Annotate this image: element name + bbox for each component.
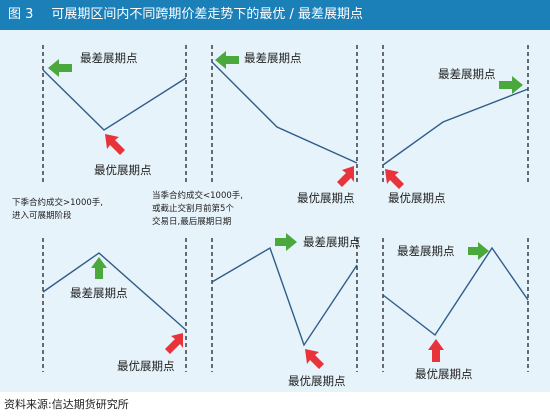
spread-line-p4	[42, 252, 187, 331]
worst-arrow-icon-p1	[48, 59, 72, 77]
best-label-p4: 最优展期点	[117, 359, 175, 373]
spread-line-p3	[382, 88, 529, 166]
figure-number: 图 3	[8, 7, 34, 22]
worst-arrow-icon-p4	[91, 257, 107, 279]
note-entry-line2: 进入可展期阶段	[12, 210, 72, 221]
best-arrow-icon-p2	[337, 166, 354, 187]
worst-arrow-icon-p2	[215, 51, 239, 69]
note-exit-line3: 交易日,最后展期日期	[152, 216, 231, 227]
worst-label-p6: 最差展期点	[397, 244, 455, 258]
worst-label-p4: 最差展期点	[70, 286, 128, 300]
spread-line-p2	[211, 61, 358, 164]
best-label-p2: 最优展期点	[297, 191, 355, 205]
best-arrow-icon-p3	[385, 169, 404, 189]
spread-lines	[42, 61, 529, 347]
best-label-p6: 最优展期点	[415, 367, 473, 381]
best-label-p3: 最优展期点	[388, 191, 446, 205]
window-boundaries	[42, 45, 529, 372]
best-label-p5: 最优展期点	[288, 374, 346, 388]
spread-line-p6	[382, 246, 529, 337]
best-arrow-icon-p6	[428, 339, 444, 362]
spread-line-p5	[211, 246, 358, 347]
worst-label-p3: 最差展期点	[438, 67, 496, 81]
worst-label-p2: 最差展期点	[244, 51, 302, 65]
worst-arrow-icon-p6	[468, 242, 489, 260]
figure-title-bar: 图 3 可展期区间内不同跨期价差走势下的最优 / 最差展期点	[0, 0, 550, 30]
best-label-p1: 最优展期点	[94, 163, 152, 177]
figure-title: 可展期区间内不同跨期价差走势下的最优 / 最差展期点	[51, 7, 364, 22]
note-exit-line2: 或截止交割月前第5个	[152, 203, 234, 214]
note-exit-line1: 当季合约成交<1000手,	[152, 190, 243, 201]
diagram-background	[0, 30, 550, 392]
worst-label-p5: 最差展期点	[303, 235, 361, 249]
best-arrow-icon-p5	[305, 349, 324, 369]
best-arrow-icon-p1	[105, 134, 125, 155]
worst-arrow-icon-p3	[499, 76, 523, 94]
best-arrow-icon-p4	[165, 333, 183, 354]
note-entry-line1: 下季合约成交>1000手,	[12, 197, 103, 208]
best-arrows	[105, 134, 444, 369]
worst-arrow-icon-p5	[275, 233, 297, 251]
source-note: 资料来源:信达期货研究所	[4, 398, 129, 411]
worst-arrows	[48, 51, 523, 279]
spread-line-p1	[42, 69, 187, 131]
worst-label-p1: 最差展期点	[80, 51, 138, 65]
spread-scenarios-diagram: 最差展期点 最优展期点 最差展期点 最优展期点 最差展期点 最优展期点 最差展期…	[12, 45, 529, 388]
